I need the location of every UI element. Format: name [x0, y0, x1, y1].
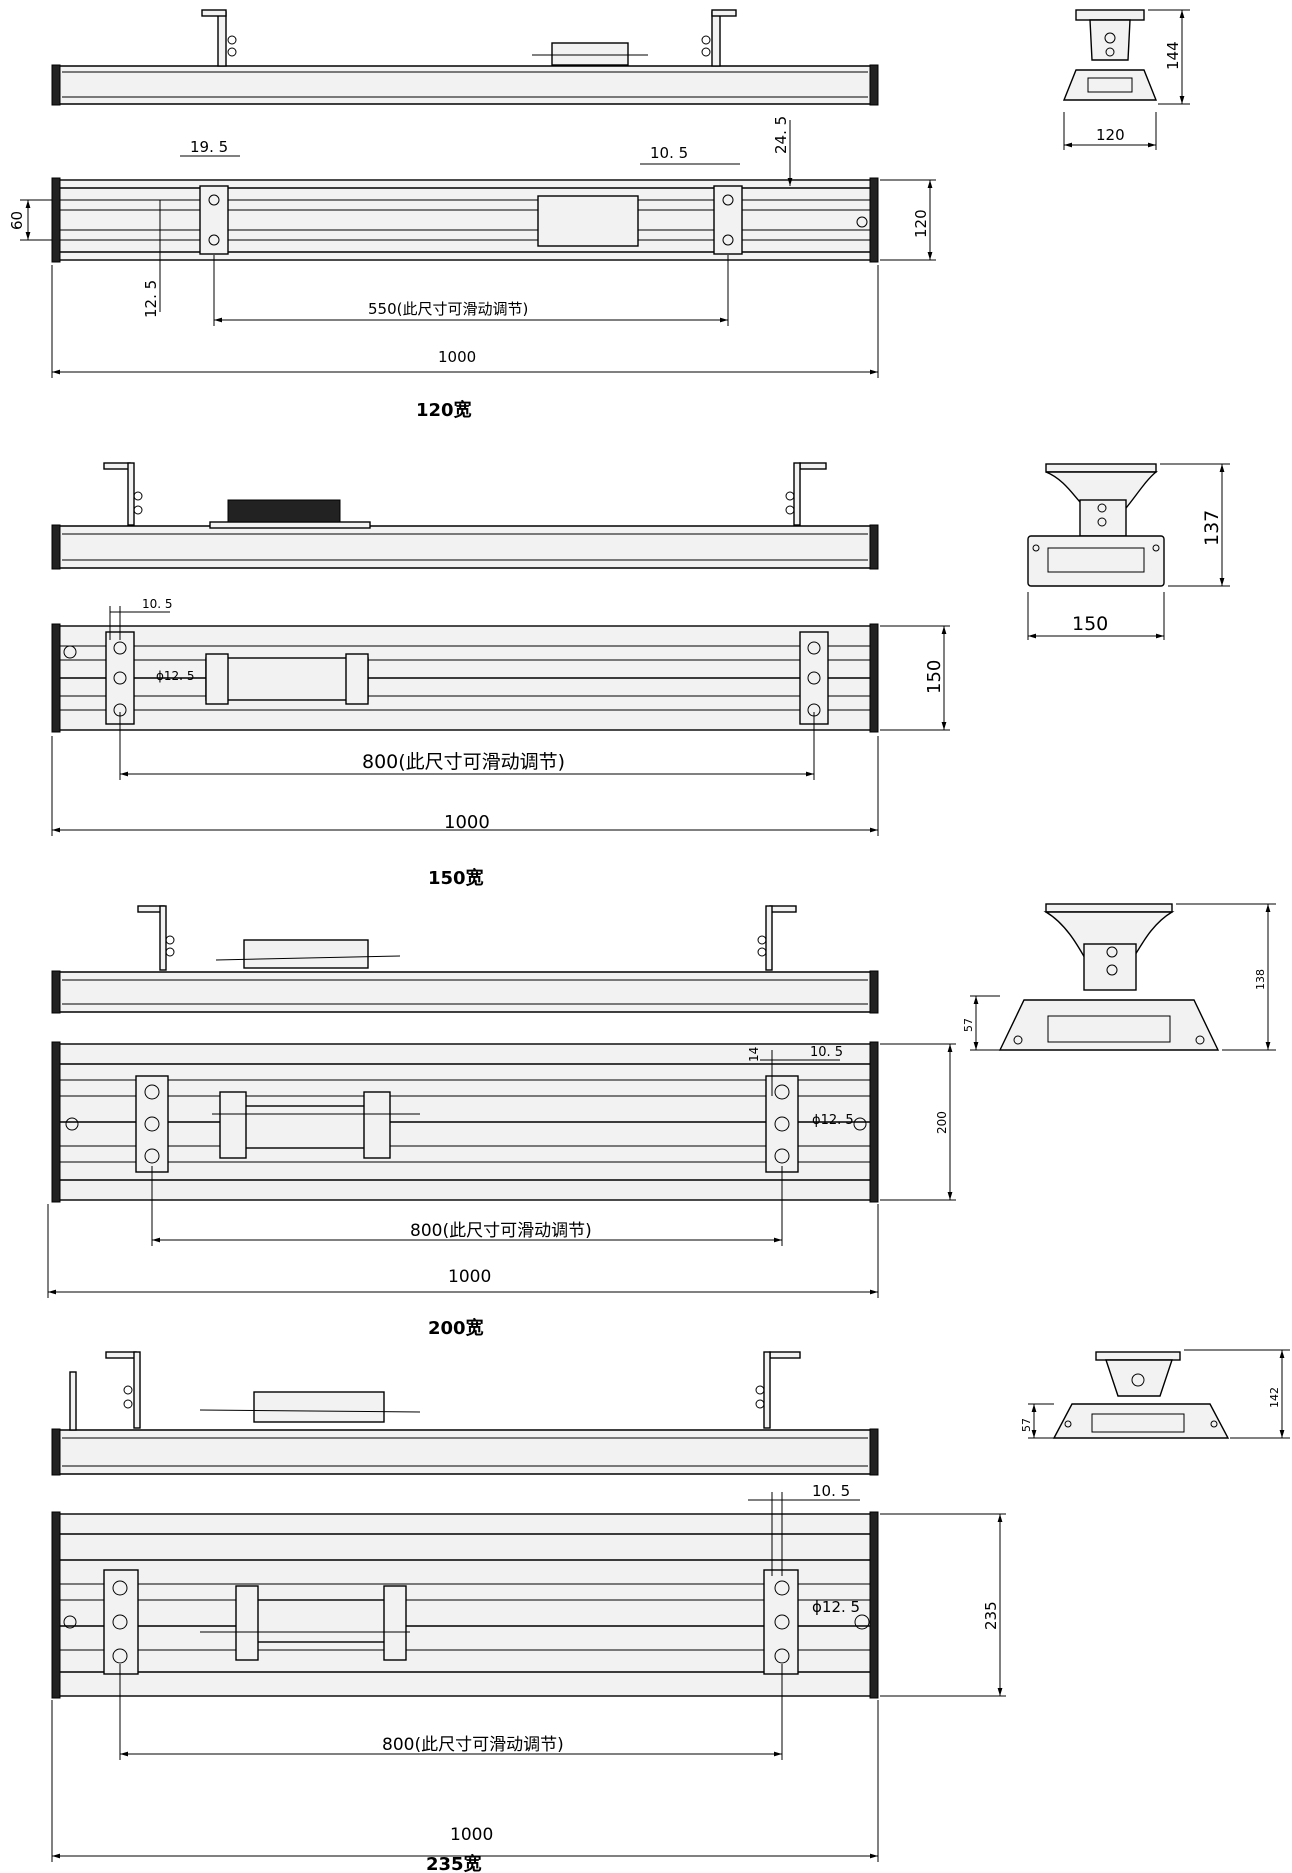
bottom-view-150	[51, 623, 879, 733]
side-view-235	[1028, 1349, 1290, 1439]
bottom-view-235	[51, 1511, 879, 1699]
dim-10-5: 10. 5	[812, 1482, 850, 1500]
dim-width-200: 200	[935, 1111, 949, 1134]
top-view-120	[51, 9, 879, 106]
dim-spacing-800: 800(此尺寸可滑动调节)	[410, 1221, 592, 1241]
dim-19-5: 19. 5	[190, 138, 228, 156]
dim-phi-12-5: ϕ12. 5	[812, 1598, 860, 1616]
section-150: 10. 5 ϕ12. 5 150 800(此尺寸可滑动调节) 1000 137 …	[51, 462, 1230, 889]
side-view-200	[970, 903, 1276, 1051]
dimensions-150	[51, 606, 950, 836]
section-235: 10. 5 ϕ12. 5 235 800(此尺寸可滑动调节) 1000 57 1…	[51, 1349, 1290, 1873]
dim-width-120: 120	[912, 209, 930, 238]
section-120: 19. 5 10. 5 24. 5 12. 5 60 120 550(此尺寸可滑…	[8, 9, 1190, 421]
dim-side-120: 120	[1096, 126, 1125, 144]
dim-spacing-550: 550(此尺寸可滑动调节)	[368, 300, 528, 318]
caption-120: 120宽	[416, 399, 472, 421]
dim-14: 14	[747, 1047, 761, 1062]
dim-width-150: 150	[924, 660, 945, 694]
dim-spacing-800: 800(此尺寸可滑动调节)	[362, 751, 565, 773]
dim-10-5: 10. 5	[650, 144, 688, 162]
dim-side-150: 150	[1072, 613, 1108, 635]
bottom-view-120	[51, 177, 879, 263]
side-view-120	[1062, 9, 1190, 150]
top-view-150	[51, 462, 879, 570]
section-200: 14 10. 5 ϕ12. 5 200 800(此尺寸可滑动调节) 1000 5…	[47, 903, 1276, 1339]
dimensions-200	[47, 1043, 956, 1298]
top-view-200	[51, 905, 879, 1014]
dim-length-1000: 1000	[438, 348, 476, 366]
dimensions-120	[20, 120, 936, 378]
dim-side-138: 138	[1254, 969, 1267, 990]
dim-10-5: 10. 5	[810, 1045, 843, 1060]
dim-side-137: 137	[1201, 510, 1223, 546]
dimensions-235	[51, 1492, 1006, 1862]
caption-150: 150宽	[428, 867, 484, 889]
caption-235: 235宽	[426, 1853, 482, 1873]
caption-200: 200宽	[428, 1317, 484, 1339]
dim-side-142: 142	[1268, 1387, 1281, 1408]
dim-length-1000: 1000	[450, 1825, 493, 1845]
dim-side-57: 57	[1020, 1418, 1033, 1432]
dim-spacing-800: 800(此尺寸可滑动调节)	[382, 1735, 564, 1755]
dim-10-5: 10. 5	[142, 597, 173, 611]
dim-12-5: 12. 5	[142, 280, 160, 318]
dim-phi-12-5: ϕ12. 5	[812, 1113, 854, 1128]
dim-side-57: 57	[962, 1018, 975, 1032]
dim-width-235: 235	[982, 1601, 1000, 1630]
top-view-235	[51, 1351, 879, 1476]
bottom-view-200	[51, 1041, 879, 1203]
dim-phi-12-5: ϕ12. 5	[156, 669, 194, 683]
dim-side-144: 144	[1164, 41, 1182, 70]
dim-60: 60	[8, 211, 26, 230]
dim-length-1000: 1000	[444, 812, 490, 833]
side-view-150	[1027, 463, 1230, 640]
dim-length-1000: 1000	[448, 1267, 491, 1287]
dim-24-5: 24. 5	[772, 116, 790, 154]
